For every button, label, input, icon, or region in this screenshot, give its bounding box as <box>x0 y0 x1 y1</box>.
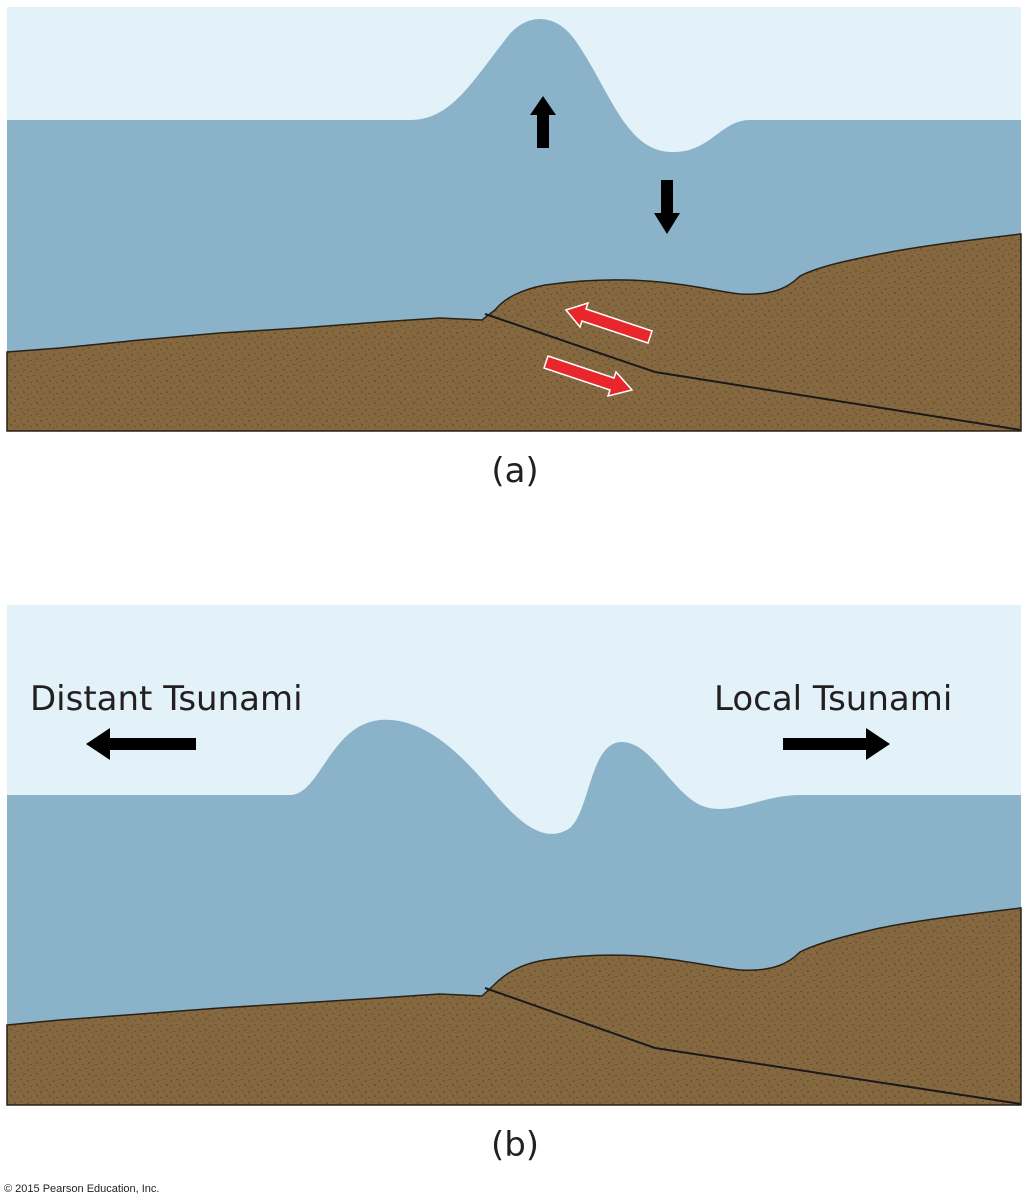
right-arrow-icon <box>783 728 890 760</box>
up-arrow-icon <box>530 96 556 148</box>
panel-a-fault-line <box>484 313 1022 431</box>
panel-b: Distant Tsunami Local Tsunami (b) <box>6 605 1022 1165</box>
panel-b-seafloor <box>6 907 1022 1106</box>
panel-a-seafloor <box>6 233 1022 432</box>
panel-a: (a) <box>6 7 1022 491</box>
panel-b-label: (b) <box>491 1125 539 1165</box>
slip-down-arrow-icon <box>543 355 634 398</box>
distant-tsunami-label: Distant Tsunami <box>30 679 303 719</box>
panel-a-label: (a) <box>491 451 538 491</box>
local-tsunami-label: Local Tsunami <box>714 679 952 719</box>
copyright-notice: © 2015 Pearson Education, Inc. <box>4 1183 159 1195</box>
panel-b-fault-line <box>484 987 1022 1105</box>
down-arrow-icon <box>654 180 680 234</box>
slip-up-arrow-icon <box>564 301 653 344</box>
left-arrow-icon <box>86 728 196 760</box>
